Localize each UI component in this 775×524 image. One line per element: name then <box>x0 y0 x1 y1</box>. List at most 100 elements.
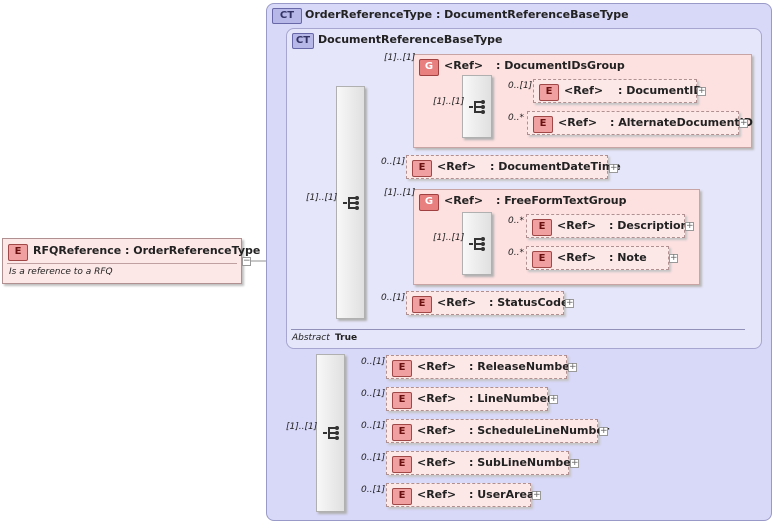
annotation-divider <box>7 263 237 264</box>
element-cardinality: 0..[1] <box>508 81 533 91</box>
element-name: : LineNumber <box>469 392 553 405</box>
collapse-icon[interactable]: − <box>242 256 251 266</box>
root-annotation: Is a reference to a RFQ <box>9 267 113 277</box>
element-badge-icon: E <box>532 219 552 236</box>
element-badge-icon: E <box>8 244 28 261</box>
group-badge-icon: G <box>419 59 439 76</box>
group-ref-label: <Ref> <box>444 59 484 72</box>
root-element-type: : OrderReferenceType <box>125 244 261 257</box>
group-badge-icon: G <box>419 194 439 211</box>
element-name: : SubLineNumber <box>469 456 577 469</box>
sequence-icon <box>469 99 485 114</box>
root-element-box[interactable]: E RFQReference : OrderReferenceType Is a… <box>2 238 260 284</box>
element-ref-label: <Ref> <box>417 360 457 373</box>
element-sub-line-number[interactable]: E <Ref> : SubLineNumber <box>386 451 576 475</box>
element-release-number[interactable]: E <Ref> : ReleaseNumber <box>386 355 575 379</box>
abstract-divider <box>291 329 745 330</box>
element-badge-icon: E <box>392 360 412 377</box>
element-cardinality: 0..* <box>508 216 524 226</box>
expand-icon[interactable]: + <box>532 490 541 500</box>
element-name: : Note <box>609 251 647 264</box>
element-badge-icon: E <box>532 251 552 268</box>
element-ref-label: <Ref> <box>417 424 457 437</box>
element-cardinality: 0..[1] <box>381 293 406 303</box>
element-name: : ReleaseNumber <box>469 360 576 373</box>
sequence-icon <box>342 195 359 210</box>
group-name: : FreeFormTextGroup <box>496 194 627 207</box>
main-sequence-cardinality: [1]..[1] <box>306 193 338 203</box>
element-ref-label: <Ref> <box>557 251 597 264</box>
element-schedule-line-number[interactable]: E <Ref> : ScheduleLineNumber <box>386 419 609 443</box>
abstract-value: True <box>335 333 358 343</box>
group-ref-label: <Ref> <box>444 194 484 207</box>
element-status-code[interactable]: E <Ref> : StatusCode <box>406 291 568 315</box>
expand-icon[interactable]: + <box>609 163 618 173</box>
group-cardinality: [1]..[1] <box>384 188 416 198</box>
element-ref-label: <Ref> <box>437 160 477 173</box>
outer-sequence-cardinality: [1]..[1] <box>286 422 318 432</box>
group-cardinality: [1]..[1] <box>384 53 416 63</box>
element-document-date-time[interactable]: E <Ref> : DocumentDateTime <box>406 155 621 179</box>
expand-icon[interactable]: + <box>568 362 577 372</box>
sequence-icon <box>322 426 339 440</box>
root-element-name: RFQReference <box>33 244 122 257</box>
element-cardinality: 0..[1] <box>361 357 386 367</box>
element-badge-icon: E <box>533 116 553 133</box>
element-badge-icon: E <box>539 84 559 101</box>
element-cardinality: 0..[1] <box>361 389 386 399</box>
element-badge-icon: E <box>392 392 412 409</box>
element-cardinality: 0..[1] <box>381 157 406 167</box>
element-ref-label: <Ref> <box>564 84 604 97</box>
element-ref-label: <Ref> <box>558 116 598 129</box>
expand-icon[interactable]: + <box>697 86 706 96</box>
sequence-icon <box>469 236 485 251</box>
outer-sequence-compositor[interactable] <box>316 354 345 512</box>
expand-icon[interactable]: + <box>565 298 574 308</box>
element-description[interactable]: E <Ref> : Description <box>526 214 689 238</box>
element-user-area[interactable]: E <Ref> : UserArea <box>386 483 535 507</box>
element-ref-label: <Ref> <box>417 456 457 469</box>
element-ref-label: <Ref> <box>417 392 457 405</box>
element-document-id[interactable]: E <Ref> : DocumentID <box>533 79 703 103</box>
expand-icon[interactable]: + <box>669 253 678 263</box>
inner-type-title: DocumentReferenceBaseType <box>318 33 503 46</box>
element-badge-icon: E <box>392 424 412 441</box>
element-name: : DocumentDateTime <box>490 160 621 173</box>
element-note[interactable]: E <Ref> : Note <box>526 246 669 270</box>
element-cardinality: 0..[1] <box>361 453 386 463</box>
element-line-number[interactable]: E <Ref> : LineNumber <box>386 387 553 411</box>
element-badge-icon: E <box>392 488 412 505</box>
abstract-label: Abstract <box>292 333 330 343</box>
ids-sequence-cardinality: [1]..[1] <box>433 97 465 107</box>
expand-icon[interactable]: + <box>739 118 748 128</box>
expand-icon[interactable]: + <box>599 426 608 436</box>
outer-type-title: OrderReferenceType : DocumentReferenceBa… <box>305 8 629 21</box>
element-name: : Description <box>609 219 689 232</box>
element-badge-icon: E <box>392 456 412 473</box>
element-alternate-document-id[interactable]: E <Ref> : AlternateDocumentID <box>527 111 753 135</box>
element-name: : AlternateDocumentID <box>610 116 753 129</box>
freeform-sequence-cardinality: [1]..[1] <box>433 233 465 243</box>
element-ref-label: <Ref> <box>557 219 597 232</box>
element-cardinality: 0..[1] <box>361 421 386 431</box>
element-name: : ScheduleLineNumber <box>469 424 610 437</box>
expand-icon[interactable]: + <box>685 221 694 231</box>
complex-type-badge-icon: CT <box>272 8 302 24</box>
element-ref-label: <Ref> <box>437 296 477 309</box>
ids-sequence-compositor[interactable] <box>462 75 492 138</box>
expand-icon[interactable]: + <box>549 394 558 404</box>
main-sequence-compositor[interactable] <box>336 86 365 319</box>
expand-icon[interactable]: + <box>570 458 579 468</box>
element-name: : UserArea <box>469 488 535 501</box>
element-cardinality: 0..* <box>508 248 524 258</box>
complex-type-badge-icon: CT <box>292 33 314 49</box>
element-name: : DocumentID <box>618 84 703 97</box>
element-badge-icon: E <box>412 296 432 313</box>
element-cardinality: 0..[1] <box>361 485 386 495</box>
group-name: : DocumentIDsGroup <box>496 59 625 72</box>
element-ref-label: <Ref> <box>417 488 457 501</box>
element-badge-icon: E <box>412 160 432 177</box>
freeform-sequence-compositor[interactable] <box>462 212 492 275</box>
element-name: : StatusCode <box>489 296 569 309</box>
element-cardinality: 0..* <box>508 113 524 123</box>
